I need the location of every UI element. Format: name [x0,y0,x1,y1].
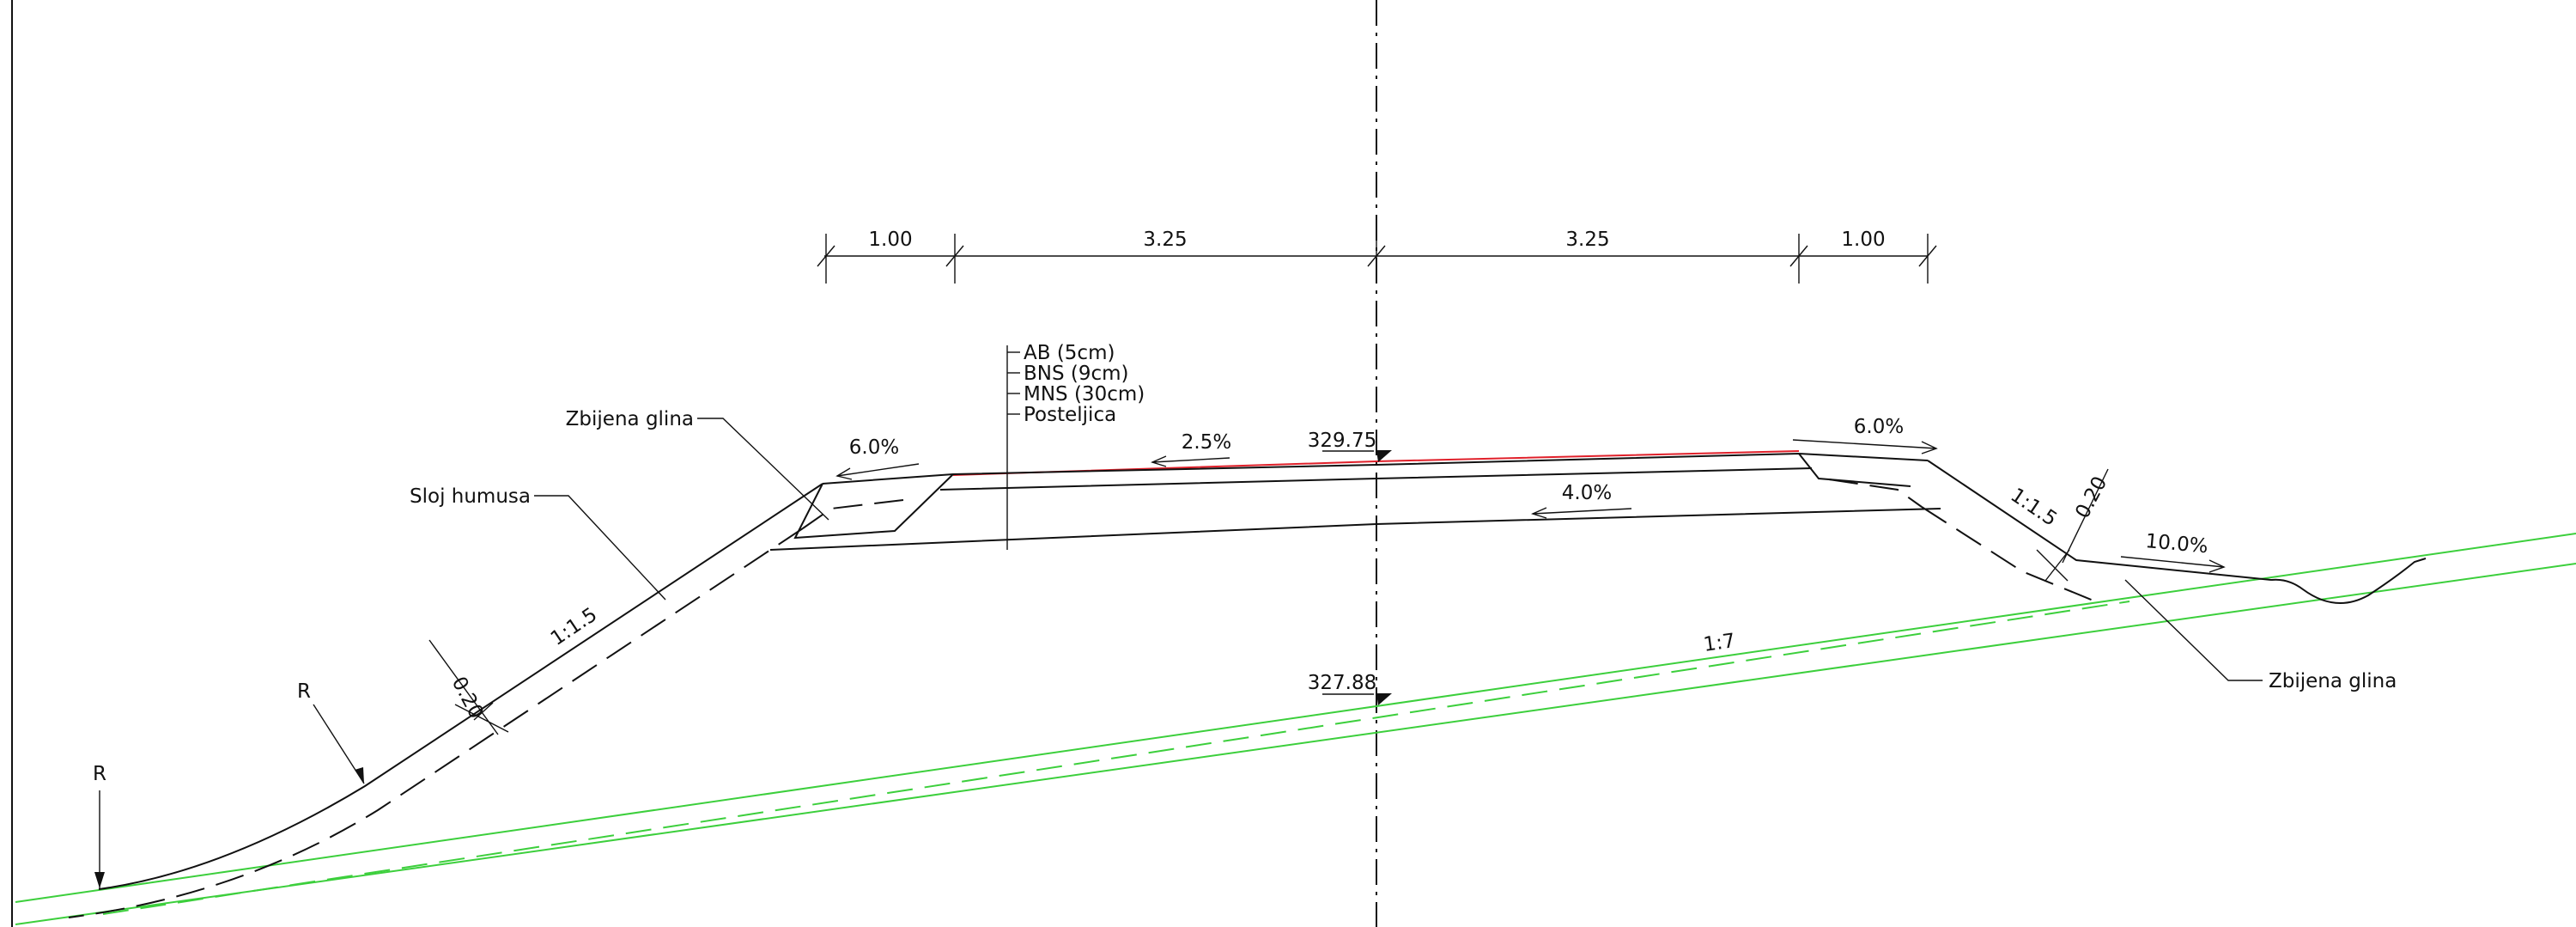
slope-arrow-lane [1151,457,1230,463]
clay-left-label: Zbijena glina [566,408,694,430]
subgrade-bottom [769,508,1941,551]
slope-arrow-subgrade [1532,508,1632,515]
elevation-marker-terrain [1376,693,1392,705]
pavement-top-black [822,452,1929,485]
slope-right-shoulder: 6.0% [1854,416,1904,438]
slope-label-right-embankment: 1:1.5 [2007,484,2061,531]
slope-terrain: 1:7 [1702,630,1736,656]
terrain-dashed-line [102,601,2130,915]
radius-arrow-lower [94,872,105,888]
slope-label-left-embankment: 1:1.5 [547,603,601,650]
slope-ditch: 10.0% [2144,530,2208,558]
thickness-tick-left-2 [473,702,494,721]
left-shoulder-dashed [802,499,904,529]
layer-bns: BNS (9cm) [1024,363,1129,385]
pavement-layer-bottom [939,467,1813,491]
terrain-line-lower [15,563,2576,925]
radius-label-upper: R [297,680,311,703]
thickness-marker-right [2062,468,2109,564]
thickness-label-right: 0.20 [2071,473,2111,521]
right-shoulder-dashed [1828,479,1923,508]
slope-subgrade: 4.0% [1562,482,1612,504]
elevation-marker-top [1376,450,1392,462]
slope-left-shoulder: 6.0% [849,436,899,459]
humus-leader [534,495,666,601]
terrain-line [15,533,2576,903]
left-shoulder-wedge [793,473,954,540]
humus-label: Sloj humusa [410,485,531,508]
dim-right-lane: 3.25 [1565,229,1609,251]
slope-arrow-left-shoulder [836,463,920,477]
layer-mns: MNS (30cm) [1024,383,1145,406]
dim-left-shoulder: 1.00 [868,229,912,251]
dimension-chain [817,234,1937,284]
dim-left-lane: 3.25 [1143,229,1187,251]
clay-right-leader [2124,579,2263,681]
clay-left-leader [697,418,829,521]
thickness-marker-left [428,639,499,735]
thickness-tick-left-1 [454,704,509,733]
slope-arrow-ditch [2120,556,2225,568]
slope-lane: 2.5% [1182,431,1231,454]
radius-label-lower: R [93,763,106,785]
elevation-road-top: 329.75 [1308,430,1376,452]
left-embankment-dashed [68,528,804,918]
radius-arrow-upper [355,767,364,784]
right-embankment-slope [1927,460,2272,581]
layer-ab: AB (5cm) [1024,342,1115,364]
slope-arrow-right-shoulder [1792,439,1937,449]
ditch-profile [2270,558,2427,604]
left-embankment-slope [98,483,823,890]
dim-right-shoulder: 1.00 [1841,229,1885,251]
elevation-terrain-axis: 327.88 [1308,672,1376,694]
right-embankment-dashed [1921,506,2100,604]
layer-posteljica: Posteljica [1024,404,1116,426]
clay-right-label: Zbijena glina [2269,670,2397,692]
thickness-label-left: 0.20 [447,674,488,723]
right-shoulder-step [1798,453,1911,487]
